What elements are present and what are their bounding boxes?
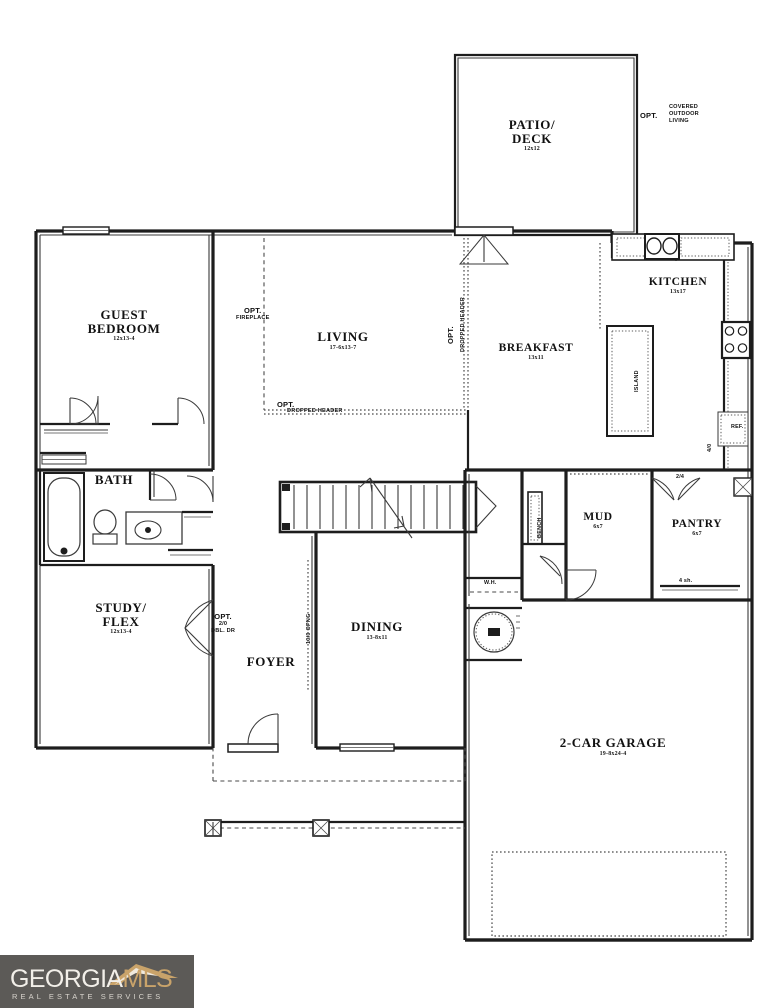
pantry-door-label: 2/4 <box>676 474 685 480</box>
option-dropped-header-living: OPT. DROPPED HEADER <box>277 400 343 415</box>
logo-tagline: REAL ESTATE SERVICES <box>12 992 164 1001</box>
room-name: PANTRY <box>671 518 723 530</box>
room-label-bath: BATH <box>95 473 133 487</box>
room-dimensions: 12x12 <box>523 146 540 153</box>
garage <box>465 604 752 942</box>
room-label-guest-bedroom: GUEST BEDROOM 12x13-4 <box>88 308 161 343</box>
room-name-2: BEDROOM <box>87 320 161 336</box>
room-dimensions: 13x17 <box>670 289 686 296</box>
floor-plan-drawing: .w { fill:none; stroke:#1d1d1d; stroke-w… <box>34 53 754 942</box>
room-dimensions: 6x7 <box>593 524 603 531</box>
pantry-shelf-label: 4 sh. <box>679 578 693 584</box>
bath-walls <box>38 470 213 567</box>
roof-icon <box>108 964 178 985</box>
water-heater-label: W.H. <box>484 580 497 586</box>
refrigerator-label: REF. <box>731 424 744 430</box>
room-name: FOYER <box>246 654 296 669</box>
room-dimensions: 19-8x24-4 <box>599 750 627 757</box>
stairs <box>278 477 497 539</box>
island-label: ISLAND <box>634 370 640 392</box>
hall-doors <box>168 475 214 556</box>
room-label-kitchen: KITCHEN 13x17 <box>649 276 708 295</box>
mud-pantry-walls <box>463 468 752 602</box>
breakfast-walls <box>466 243 601 470</box>
study-flex-walls <box>184 565 215 748</box>
room-dimensions: 17-6x13-7 <box>329 344 357 351</box>
room-label-foyer: FOYER <box>247 655 296 669</box>
plan-svg: .w { fill:none; stroke:#1d1d1d; stroke-w… <box>34 53 754 942</box>
option-prefix: OPT. <box>277 400 295 409</box>
georgia-mls-logo-bar: GEORGIAMLS REAL ESTATE SERVICES <box>0 955 194 1008</box>
option-dropped-header-breakfast-text: DROPPED HEADER <box>460 296 466 352</box>
room-dimensions: 12x13-4 <box>110 629 132 636</box>
guest-closet-and-doors <box>40 395 205 465</box>
room-dimensions: 13x11 <box>528 355 544 362</box>
logo-wordmark: GEORGIAMLS <box>10 965 173 993</box>
room-name: KITCHEN <box>648 276 708 288</box>
option-line: FIREPLACE <box>236 315 270 322</box>
room-name-2: FLEX <box>102 613 140 629</box>
option-fireplace: OPT. FIREPLACE <box>236 306 270 322</box>
logo-inner: GEORGIAMLS REAL ESTATE SERVICES <box>10 964 190 1003</box>
option-prefix: OPT. <box>214 612 232 621</box>
room-name: BATH <box>94 472 134 487</box>
room-label-patio-deck: PATIO/ DECK 12x12 <box>509 118 555 153</box>
room-name: STUDY/ <box>95 600 147 615</box>
kitchen-door-label: 4/0 <box>707 443 713 452</box>
bench-label: BENCH <box>537 517 543 538</box>
option-prefix: OPT. <box>244 306 262 315</box>
room-name: PATIO/ <box>508 117 556 132</box>
room-label-mud: MUD 6x7 <box>583 511 612 530</box>
option-line: COVERED <box>668 104 699 110</box>
option-line: OUTDOOR <box>668 110 699 117</box>
option-dropped-header-breakfast-prefix: OPT. <box>446 326 455 344</box>
room-label-garage: 2-CAR GARAGE 19-8x24-4 <box>560 736 667 757</box>
foyer-dining-walls <box>227 532 465 753</box>
dining-opening-label: 10/0 OPNG <box>306 613 312 644</box>
front-porch <box>204 748 466 837</box>
option-covered-outdoor-living: OPT. COVERED OUTDOOR LIVING <box>640 104 699 125</box>
room-name: GUEST <box>100 307 148 322</box>
room-name: MUD <box>583 511 613 523</box>
room-name: 2-CAR GARAGE <box>559 735 667 750</box>
option-line: DROPPED HEADER <box>287 408 343 415</box>
room-dimensions: 6x7 <box>692 531 702 538</box>
guest-bedroom-walls <box>36 226 215 472</box>
option-prefix: OPT. <box>640 111 658 120</box>
room-label-study-flex: STUDY/ FLEX 12x13-4 <box>95 601 146 636</box>
utility-closet <box>465 576 522 662</box>
logo-georgia: GEORGIA <box>10 965 123 993</box>
room-dimensions: 12x13-4 <box>113 336 135 343</box>
option-double-door: OPT. 2/0 DBL. DR <box>211 612 235 635</box>
option-line: LIVING <box>668 117 689 124</box>
living-walls <box>263 226 514 415</box>
room-label-dining: DINING 13-8x11 <box>351 620 403 641</box>
room-label-pantry: PANTRY 6x7 <box>672 518 722 537</box>
logo-mls: MLS <box>122 965 173 993</box>
room-name: BREAKFAST <box>498 342 574 354</box>
room-name: LIVING <box>317 329 369 344</box>
room-name: DINING <box>351 619 403 634</box>
room-name-2: DECK <box>512 130 552 146</box>
room-dimensions: 13-8x11 <box>366 634 388 641</box>
option-line: 2/0 <box>218 621 228 628</box>
room-label-living: LIVING 17-6x13-7 <box>317 330 368 351</box>
option-line: DBL. DR <box>211 628 236 635</box>
room-label-breakfast: BREAKFAST 13x11 <box>499 342 574 361</box>
